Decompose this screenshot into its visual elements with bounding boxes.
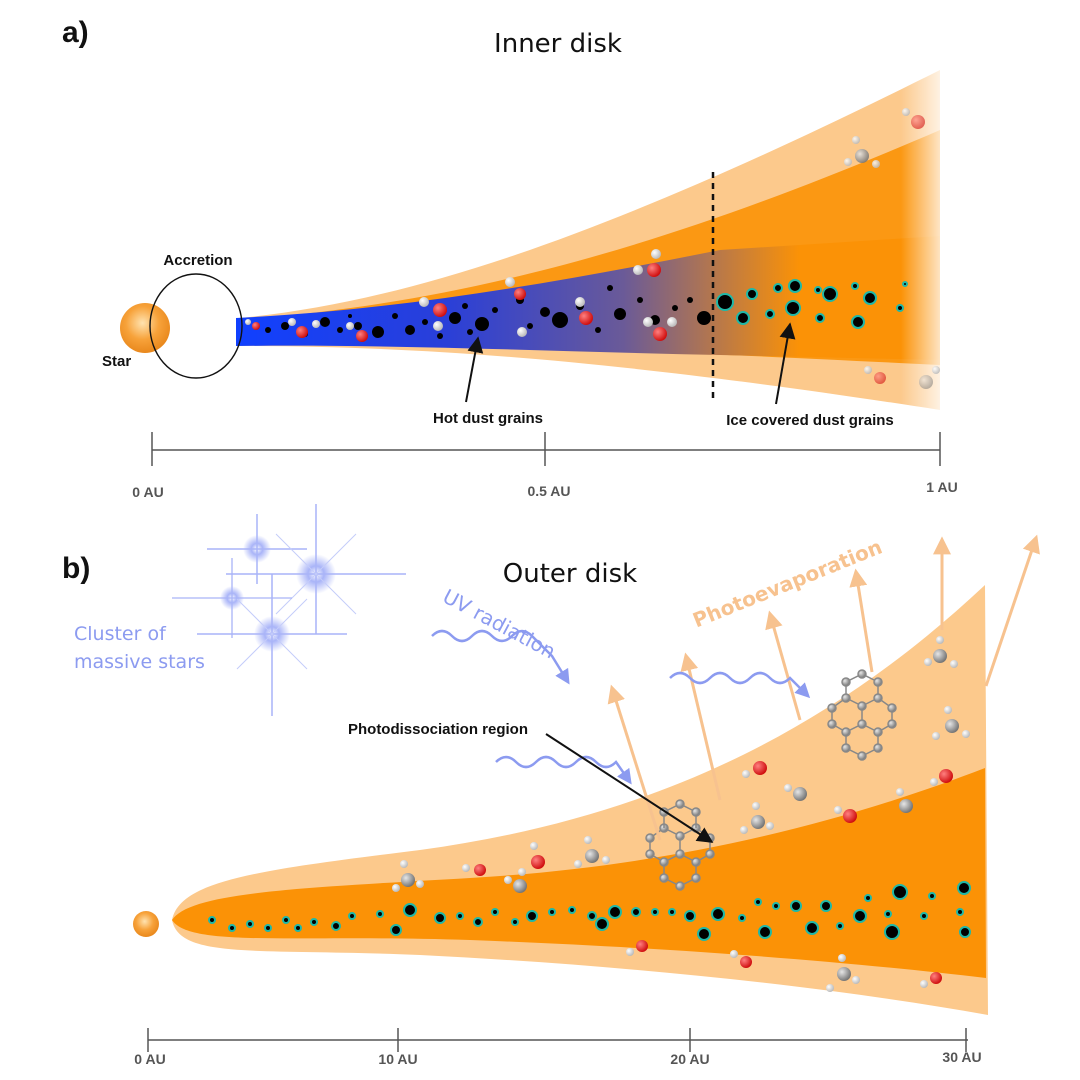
panel-b-title: Outer disk <box>503 559 637 589</box>
sparkle-icon <box>197 574 347 716</box>
star-icon <box>120 303 170 353</box>
hot-dust-arrow <box>465 336 484 403</box>
uv-radiation-waves <box>431 629 811 785</box>
panel-b: b) Outer disk <box>62 504 1040 1067</box>
ice-dust-label: Ice covered dust grains <box>726 412 894 429</box>
outer-axis-tick-3: 30 AU <box>942 1049 981 1065</box>
panel-a: a) Inner disk Accretion Star <box>62 16 958 500</box>
inner-axis-tick-0: 0 AU <box>132 484 163 500</box>
outer-disk-midplane <box>172 768 986 978</box>
ice-covered-grains <box>716 279 908 329</box>
pah-molecule <box>827 669 897 761</box>
ice-dust-arrow <box>775 322 796 405</box>
inner-axis-tick-2: 1 AU <box>926 479 957 495</box>
star-label: Star <box>102 353 131 370</box>
uv-radiation-label: UV radiation <box>439 584 560 663</box>
cluster-label-line1: Cluster of <box>74 623 167 645</box>
panel-a-letter: a) <box>62 16 89 49</box>
cluster-label-line2: massive stars <box>74 651 205 673</box>
inner-disk-fade <box>700 60 945 420</box>
massive-star-cluster <box>172 504 406 716</box>
inner-axis-tick-1: 0.5 AU <box>527 483 570 499</box>
outer-ice-grains <box>208 881 971 941</box>
outer-axis-tick-2: 20 AU <box>670 1051 709 1067</box>
panel-a-title: Inner disk <box>494 29 622 59</box>
accretion-label: Accretion <box>163 252 232 269</box>
hot-dust-label: Hot dust grains <box>433 410 543 427</box>
accretion-loop <box>149 273 243 379</box>
outer-axis-tick-0: 0 AU <box>134 1051 165 1067</box>
inner-axis <box>151 432 941 466</box>
pdr-arrow <box>545 733 714 843</box>
pah-molecule <box>645 799 715 891</box>
outer-star-icon <box>133 911 159 937</box>
inner-water-molecules <box>245 249 677 342</box>
photoevaporation-label: Photoevaporation <box>689 535 885 633</box>
panel-b-letter: b) <box>62 552 90 585</box>
outer-axis <box>147 1028 968 1052</box>
sparkle-icon <box>226 504 406 634</box>
pdr-molecules <box>392 636 970 992</box>
outer-axis-tick-1: 10 AU <box>378 1051 417 1067</box>
pdr-label: Photodissociation region <box>348 721 528 738</box>
inner-disk-surface-molecules <box>844 108 940 389</box>
